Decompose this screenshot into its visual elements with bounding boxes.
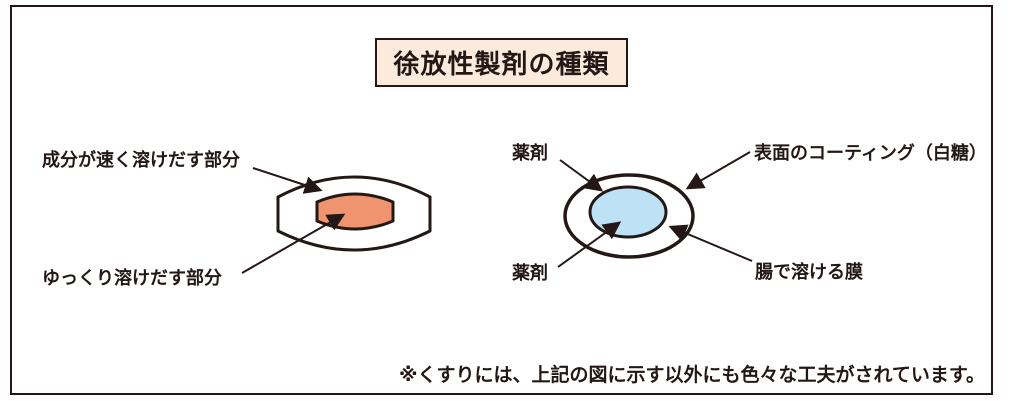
label-surface-coating: 表面のコーティング（白糖） [754, 143, 987, 163]
arrow-fast-part [252, 167, 323, 194]
label-fast-dissolving-part: 成分が速く溶けだす部分 [42, 150, 240, 170]
label-drug-bottom: 薬剤 [512, 263, 548, 283]
arrow-drug-top [559, 159, 604, 192]
footnote-text: ※くすりには、上記の図に示す以外にも色々な工夫がされています。 [398, 365, 985, 386]
figure-title-box: 徐放性製剤の種類 [375, 38, 628, 87]
label-slow-dissolving-part: ゆっくり溶けだす部分 [42, 268, 222, 288]
arrow-drug-bottom [557, 221, 622, 268]
arrow-slow-part [241, 213, 346, 274]
label-drug-top: 薬剤 [512, 143, 548, 163]
pill-drug-core-ellipse [588, 185, 668, 239]
label-enteric-membrane: 腸で溶ける膜 [755, 262, 863, 282]
arrow-coating [685, 151, 751, 190]
arrow-membrane [668, 224, 753, 262]
figure-title: 徐放性製剤の種類 [393, 49, 610, 79]
